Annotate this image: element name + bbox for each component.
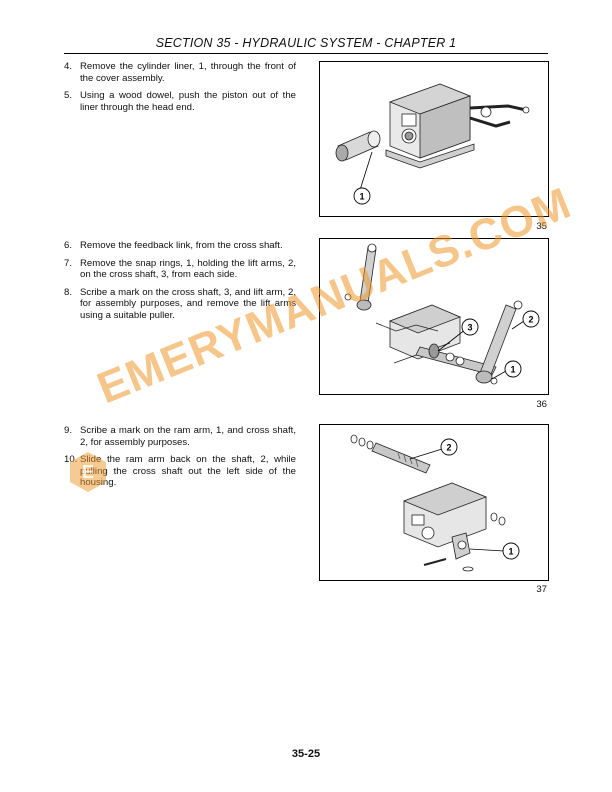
callout-1: 1 <box>510 365 515 375</box>
svg-text:E: E <box>82 462 94 482</box>
page-number: 35-25 <box>291 748 321 760</box>
watermark-logo-icon: E <box>70 452 106 492</box>
step-number: 5. <box>64 90 73 102</box>
steps-group-2: 6. Remove the feedback link, from the cr… <box>64 240 296 328</box>
step-4: 4. Remove the cylinder liner, 1, through… <box>64 61 296 84</box>
step-9: 9. Scribe a mark on the ram arm, 1, and … <box>64 425 296 448</box>
figure-36-illustration: 3 2 1 <box>319 238 549 395</box>
step-8: 8. Scribe a mark on the cross shaft, 3, … <box>64 287 296 322</box>
figure-number: 37 <box>536 584 547 595</box>
step-text: Scribe a mark on the ram arm, 1, and cro… <box>80 425 296 448</box>
header-divider <box>64 53 548 54</box>
step-5: 5. Using a wood dowel, push the piston o… <box>64 90 296 113</box>
figure-number: 36 <box>536 399 547 410</box>
step-number: 9. <box>64 425 73 436</box>
steps-group-1: 4. Remove the cylinder liner, 1, through… <box>64 61 296 119</box>
step-text: Remove the feedback link, from the cross… <box>80 240 283 251</box>
step-7: 7. Remove the snap rings, 1, holding the… <box>64 258 296 281</box>
figure-37-illustration: 2 1 <box>319 424 549 581</box>
callout-1: 1 <box>359 192 364 202</box>
step-number: 4. <box>64 61 73 72</box>
figure-number: 35 <box>536 221 547 232</box>
step-number: 7. <box>64 257 73 269</box>
step-text: Remove the cylinder liner, 1, through th… <box>80 61 296 84</box>
step-number: 6. <box>64 240 73 251</box>
step-number: 10. <box>64 454 78 466</box>
step-text: Scribe a mark on the cross shaft, 3, and… <box>80 286 296 321</box>
step-text: Remove the snap rings, 1, holding the li… <box>80 257 296 281</box>
callout-2: 2 <box>446 443 451 453</box>
figure-35-illustration: 1 <box>319 61 549 217</box>
section-header: SECTION 35 - HYDRAULIC SYSTEM - CHAPTER … <box>155 36 457 50</box>
step-number: 8. <box>64 286 73 298</box>
step-text: Using a wood dowel, push the piston out … <box>80 90 296 113</box>
callout-3: 3 <box>467 323 472 333</box>
callout-1: 1 <box>508 547 513 557</box>
callout-2: 2 <box>528 315 533 325</box>
step-6: 6. Remove the feedback link, from the cr… <box>64 240 296 252</box>
step-text: Slide the ram arm back on the shaft, 2, … <box>80 454 296 488</box>
